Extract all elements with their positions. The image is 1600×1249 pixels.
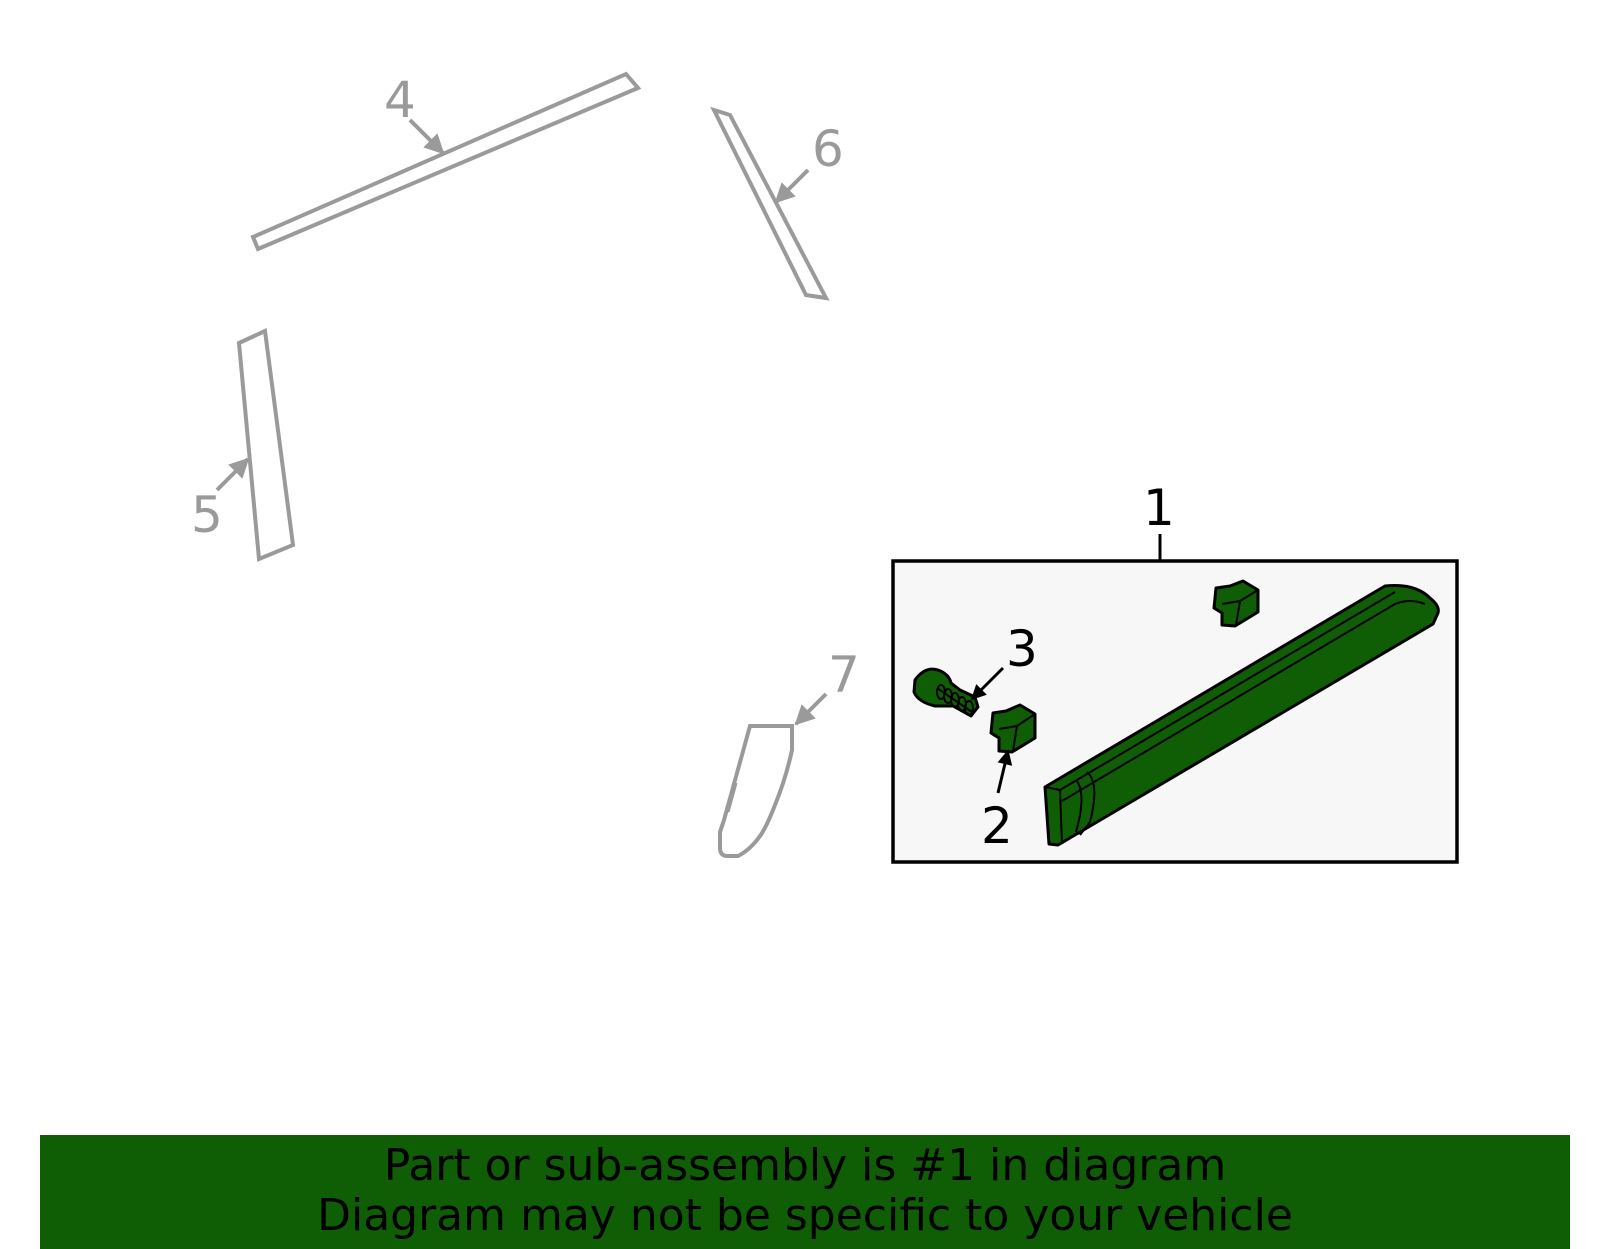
leader-4 <box>408 118 445 155</box>
part-1-body-molding <box>1043 584 1440 847</box>
callout-5: 5 <box>191 486 223 544</box>
callout-7: 7 <box>828 646 860 704</box>
leader-6 <box>774 168 810 204</box>
part-4-molding <box>250 71 642 252</box>
part-6-molding <box>710 106 830 301</box>
callout-1: 1 <box>1143 479 1175 537</box>
callout-2: 2 <box>981 797 1013 855</box>
callout-6: 6 <box>812 120 844 178</box>
info-banner: Part or sub-assembly is #1 in diagram Di… <box>40 1135 1570 1249</box>
leader-3 <box>970 666 1005 701</box>
part-2-clip <box>989 703 1037 754</box>
part-7-trim <box>718 724 794 858</box>
banner-line-2: Diagram may not be specific to your vehi… <box>317 1190 1293 1241</box>
clip-top <box>1212 579 1260 628</box>
leader-5 <box>215 457 250 492</box>
banner-line-1: Part or sub-assembly is #1 in diagram <box>383 1140 1227 1191</box>
part-3-screw <box>912 667 980 718</box>
leader-2 <box>996 749 1013 794</box>
callout-4: 4 <box>384 71 416 129</box>
part-5-molding <box>236 328 296 562</box>
leader-7 <box>794 692 828 726</box>
callout-3: 3 <box>1006 620 1038 678</box>
